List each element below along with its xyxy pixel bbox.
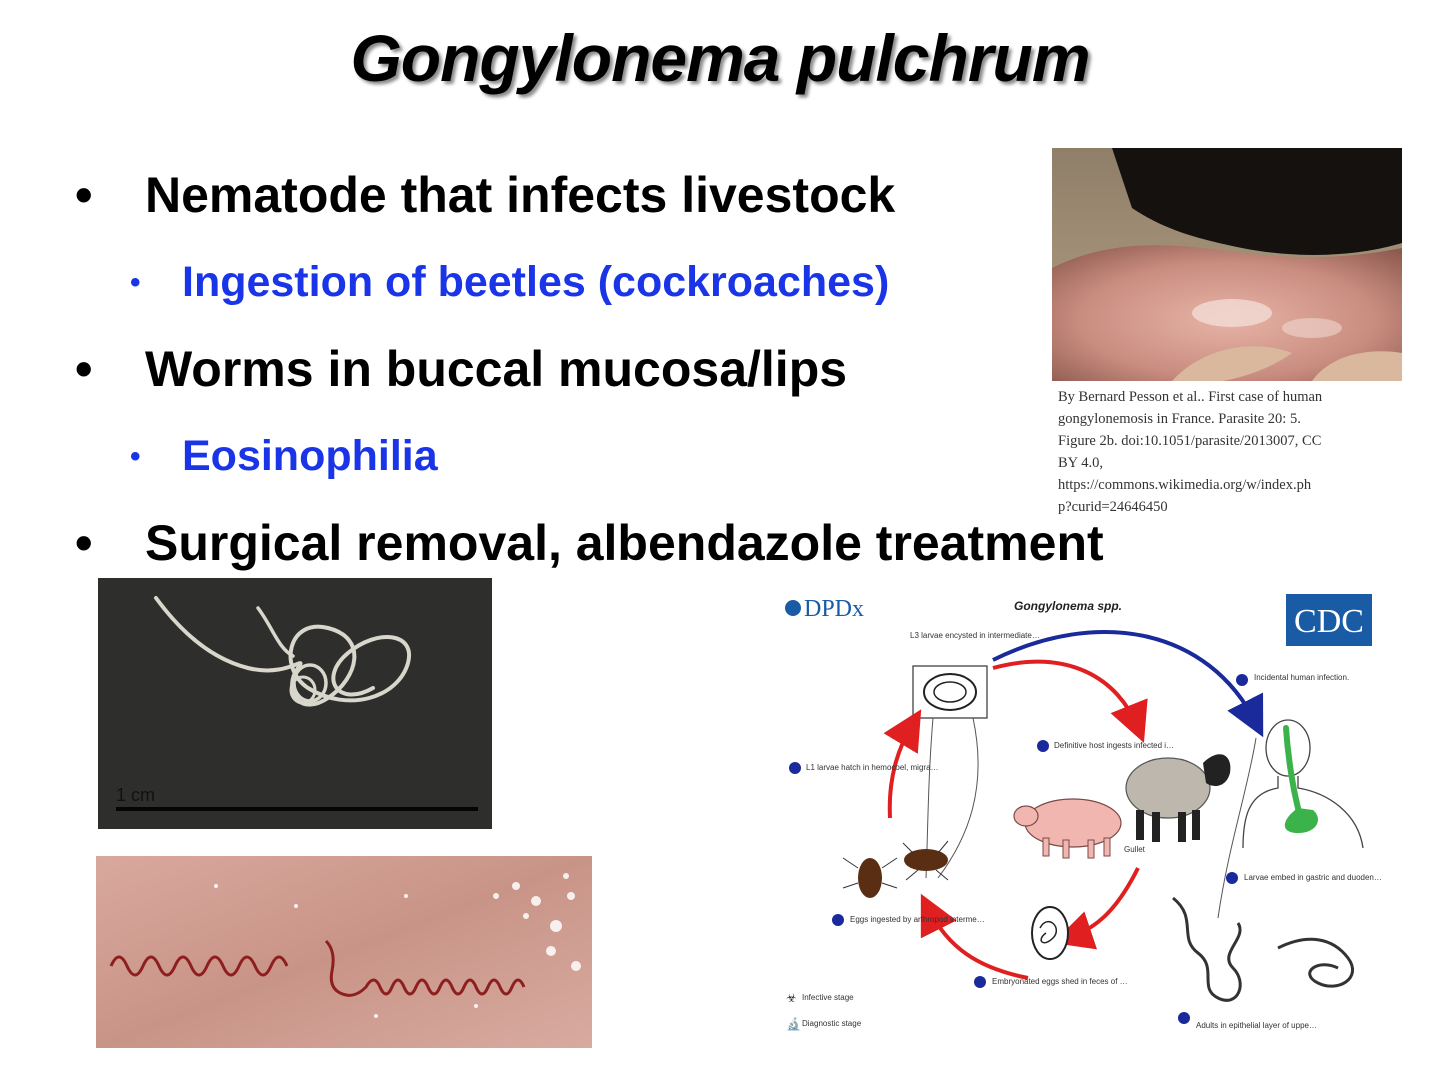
- step4-note: L1 larvae hatch in hemocoel, migra…: [806, 763, 939, 772]
- bullet-dot: •: [75, 515, 93, 571]
- human-icon: [1242, 719, 1364, 849]
- caption-line: Figure 2b. doi:10.1051/parasite/2013007,…: [1058, 433, 1322, 449]
- step1-note: Adults in epithelial layer of uppe…: [1196, 1021, 1317, 1030]
- bullet-item: • Nematode that infects livestock: [75, 166, 896, 224]
- bullet-dot: •: [75, 341, 93, 397]
- bullet-item: • Eosinophilia: [130, 432, 438, 481]
- cdc-logo: [1286, 594, 1372, 646]
- caption-line: gongylonemosis in France. Parasite 20: 5…: [1058, 411, 1301, 427]
- cockroach-icon: [858, 849, 948, 898]
- step3-note: Eggs ingested by arthropod interme…: [850, 915, 985, 924]
- lifecycle-diagram: DPDx Gongylonema spp. CDC L3 larvae ency…: [778, 588, 1408, 1048]
- bullet-text: Surgical removal, albendazole treatment: [145, 515, 1104, 571]
- egg-icon: [1031, 906, 1069, 960]
- bullet-dot: •: [130, 440, 141, 473]
- step5-note: Definitive host ingests infected i…: [1054, 741, 1174, 750]
- bullet-text: Worms in buccal mucosa/lips: [145, 341, 848, 397]
- step6-note: Larvae embed in gastric and duoden…: [1244, 873, 1382, 882]
- microscope-icon: 🔬: [786, 1016, 801, 1031]
- gullet-note: Gullet: [1124, 845, 1146, 854]
- mucosa-photo: [96, 856, 592, 1048]
- bullet-item: • Ingestion of beetles (cockroaches): [130, 258, 890, 307]
- larvae-note: L3 larvae encysted in intermediate…: [910, 631, 1040, 640]
- lip-photo: [1052, 148, 1402, 381]
- caption-line: p?curid=24646450: [1058, 499, 1168, 515]
- pig-icon: [1013, 798, 1122, 859]
- bullet-dot: •: [75, 167, 93, 223]
- legend-infective: Infective stage: [802, 993, 854, 1002]
- bullet-item: • Worms in buccal mucosa/lips: [75, 340, 848, 398]
- caption-line: https://commons.wikimedia.org/w/index.ph: [1058, 477, 1312, 493]
- sheep-icon: [1125, 754, 1231, 842]
- slide-title: Gongylonema pulchrum: [350, 21, 1090, 95]
- worm-photo: 1 cm: [98, 578, 492, 829]
- caption-line: By Bernard Pesson et al.. First case of …: [1058, 389, 1323, 405]
- legend-diagnostic: Diagnostic stage: [802, 1019, 862, 1028]
- dpdx-icon: [785, 600, 801, 616]
- bullet-text: Eosinophilia: [182, 432, 438, 480]
- cdc-label: CDC: [1294, 603, 1364, 640]
- bullet-text: Ingestion of beetles (cockroaches): [182, 258, 890, 306]
- lip-photo-caption: By Bernard Pesson et al.. First case of …: [1058, 386, 1388, 518]
- diagram-title: Gongylonema spp.: [1014, 599, 1122, 613]
- bullet-text: Nematode that infects livestock: [145, 167, 896, 223]
- bullet-item: • Surgical removal, albendazole treatmen…: [75, 514, 1104, 572]
- step7-note: Incidental human infection.: [1254, 673, 1349, 682]
- scale-label: 1 cm: [116, 785, 155, 805]
- caption-line: BY 4.0,: [1058, 455, 1103, 471]
- dpdx-label: DPDx: [804, 596, 864, 622]
- bullet-dot: •: [130, 266, 141, 299]
- step2-note: Embryonated eggs shed in feces of …: [992, 977, 1128, 986]
- biohazard-icon: ☣: [786, 991, 797, 1005]
- adult-worms-icon: [1172, 896, 1355, 1002]
